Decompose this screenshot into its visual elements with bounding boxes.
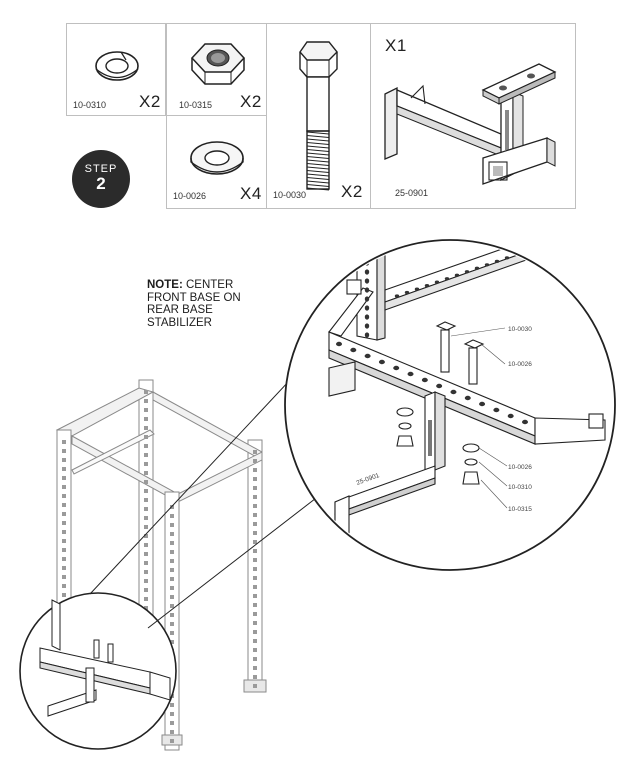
step-badge: STEP 2: [72, 150, 130, 208]
part-cell-hex-bolt: 10-0030 X2: [266, 23, 371, 209]
front-base-bracket-icon: [384, 63, 557, 185]
part-cell-flat-washer: 10-0026 X4: [166, 115, 267, 209]
rack-front-post-right: [164, 491, 180, 751]
part-cell-hex-nut: 10-0315 X2: [166, 23, 267, 116]
detail-assembly-view: [328, 242, 606, 547]
callout-bolt: 10-0030: [508, 326, 532, 333]
note-line: REAR BASE: [147, 304, 213, 316]
callout-lock-washer: 10-0310: [508, 484, 532, 491]
part-number: 10-0026: [173, 191, 207, 201]
lock-washer-icon: [95, 51, 139, 81]
part-quantity: X2: [240, 92, 262, 111]
part-number: 10-0030: [273, 190, 307, 200]
callout-washer: 10-0026: [508, 361, 532, 368]
note-line: CENTER: [182, 279, 234, 291]
assembly-note: NOTE: CENTER FRONT BASE ON REAR BASE STA…: [147, 279, 277, 329]
hex-nut-icon: [190, 43, 246, 85]
part-quantity: X2: [139, 92, 161, 111]
part-number: 10-0310: [73, 100, 107, 110]
note-line: FRONT BASE ON: [147, 291, 241, 304]
parts-list-grid: 10-0310 X2 10-0315 X2 10-0026 X4: [66, 23, 576, 209]
part-number: 10-0315: [179, 100, 213, 110]
part-number: 25-0901: [395, 188, 429, 198]
note-line: STABILIZER: [147, 316, 212, 329]
part-quantity: X4: [240, 184, 262, 203]
step-label: STEP: [84, 163, 118, 175]
part-cell-front-base-bracket: X1 25-0901: [370, 23, 576, 209]
part-quantity: X2: [341, 182, 363, 201]
step-number: 2: [96, 174, 106, 193]
part-quantity: X1: [385, 36, 407, 55]
callout-nut: 10-0315: [508, 506, 532, 513]
hex-bolt-icon: [299, 41, 338, 191]
part-cell-lock-washer: 10-0310 X2: [66, 23, 166, 116]
note-heading: NOTE:: [147, 279, 183, 291]
callout-washer: 10-0026: [508, 464, 532, 471]
flat-washer-icon: [190, 141, 244, 175]
